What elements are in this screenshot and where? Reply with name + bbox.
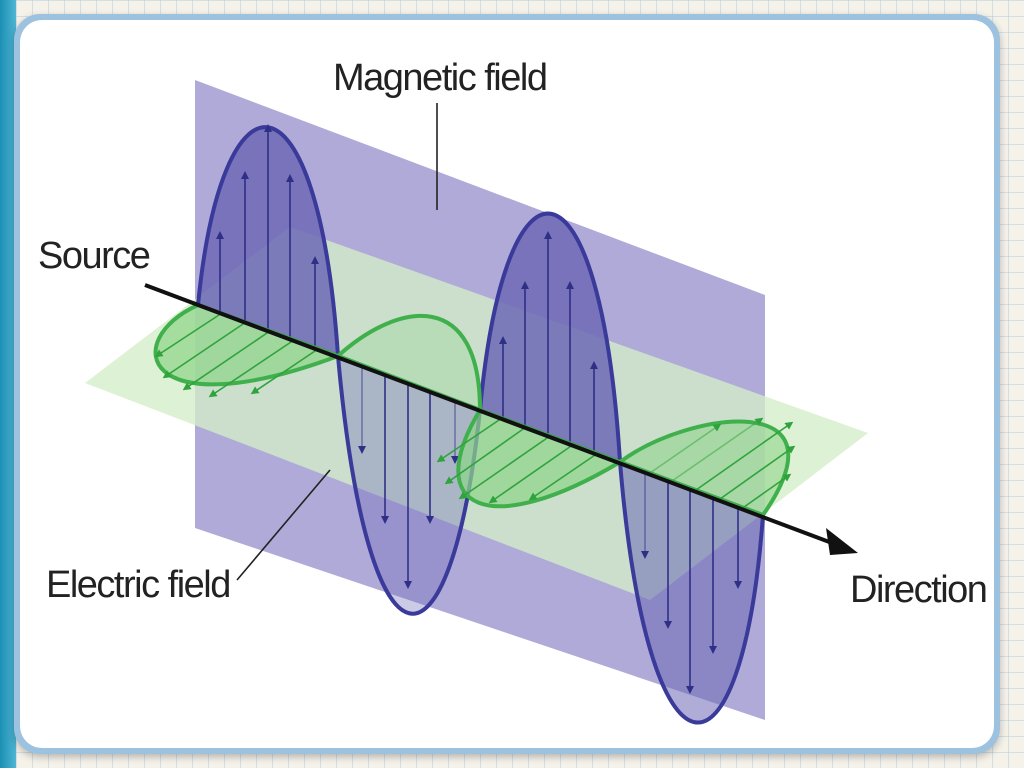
horizontal-wave-lobe-3 [456, 407, 625, 509]
electric-leader-line [236, 469, 331, 581]
horizontal-wave [153, 302, 791, 518]
direction-axis [144, 283, 858, 555]
vertical-wave-lobe-3 [477, 211, 623, 465]
horizontal-wave-arrows [154, 312, 796, 508]
source-label: Source [38, 235, 150, 277]
direction-arrowhead [826, 528, 858, 555]
magnetic-field-label: Magnetic field [333, 57, 546, 99]
electric-field-label: Electric field [46, 564, 230, 606]
vertical-wave-lobe-4 [617, 459, 766, 725]
direction-label: Direction [850, 569, 986, 611]
horizontal-wave-lobe-2 [334, 314, 483, 413]
slide-accent-band [0, 0, 16, 768]
